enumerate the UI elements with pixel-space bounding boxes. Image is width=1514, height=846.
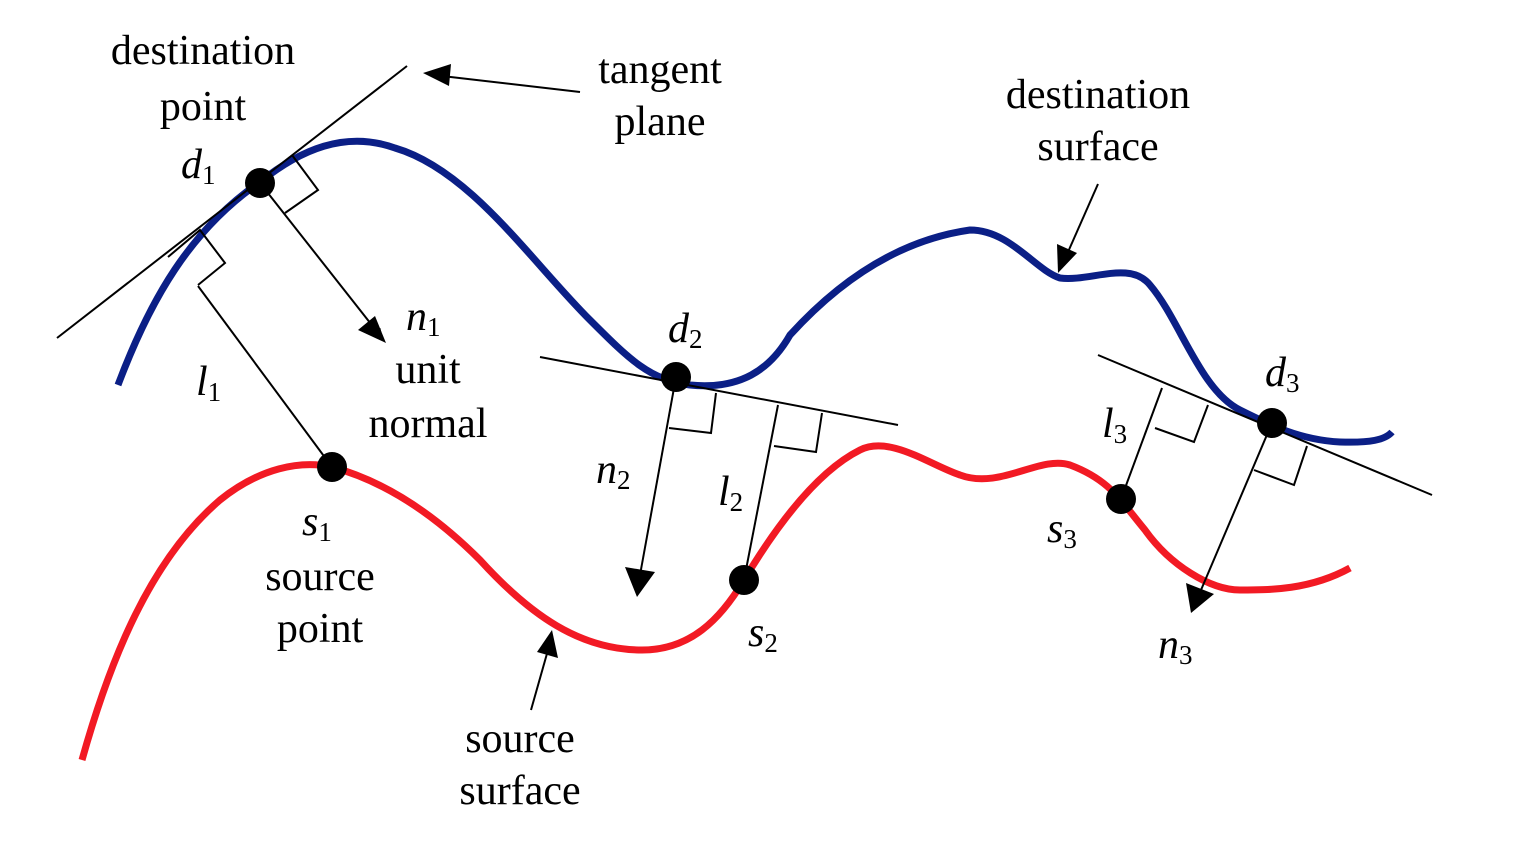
tangent-plane-line-1 (56, 65, 408, 339)
arrowhead-tangent-plane (423, 64, 451, 86)
label-tangent-plane-line1: tangent (598, 47, 722, 93)
distance-line-l1 (197, 285, 333, 468)
pointer-tangent-plane (441, 75, 581, 93)
symbol-l3: l3 (1102, 401, 1127, 449)
normal-arrow-n2 (639, 376, 677, 576)
label-source-surface-line2: surface (459, 768, 580, 814)
symbol-l1: l1 (196, 359, 221, 407)
symbol-d2: d2 (668, 306, 703, 354)
right-angle-box-d2 (668, 392, 717, 435)
right-angle-box-l3 (1154, 404, 1209, 444)
symbol-n2: n2 (596, 447, 631, 495)
pointer-source-surface (530, 649, 549, 711)
symbol-d1: d1 (181, 142, 216, 190)
distance-line-l3 (1120, 387, 1163, 500)
distance-line-l2 (743, 404, 779, 581)
pointer-destination-surface (1067, 183, 1099, 253)
symbol-s3: s3 (1047, 506, 1077, 554)
symbol-s2: s2 (748, 610, 778, 658)
arrowhead-n3 (1186, 583, 1214, 613)
label-destination-surface-line2: surface (1037, 124, 1158, 170)
point-s1 (317, 452, 347, 482)
arrowhead-source-surface (537, 630, 558, 658)
symbol-d3: d3 (1265, 350, 1300, 398)
label-source-point-line1: source (265, 554, 375, 600)
right-angle-box-l2 (773, 412, 823, 454)
label-destination-point-line2: point (160, 84, 247, 130)
symbol-s1: s1 (302, 499, 332, 547)
label-destination-point-line1: destination (111, 28, 295, 74)
right-angle-box-d3 (1253, 445, 1308, 487)
symbol-n3: n3 (1158, 622, 1193, 670)
right-angle-box-d1 (284, 154, 320, 214)
arrowhead-n1 (358, 316, 386, 343)
arrowhead-destination-surface (1057, 244, 1077, 273)
symbol-n1: n1 (406, 294, 441, 342)
point-s3 (1106, 484, 1136, 514)
destination-surface-curve (114, 137, 1395, 446)
label-tangent-plane-line2: plane (615, 99, 706, 145)
label-destination-surface-line1: destination (1006, 72, 1190, 118)
normal-arrow-n3 (1200, 422, 1273, 591)
label-unit-normal-line2: normal (369, 401, 488, 447)
point-d1 (245, 168, 275, 198)
point-s2 (729, 565, 759, 595)
source-surface-curve (78, 442, 1352, 761)
normal-arrow-n1 (259, 182, 383, 339)
label-source-point-line2: point (277, 606, 364, 652)
right-angle-box-l1 (167, 228, 227, 286)
label-source-surface-line1: source (465, 716, 575, 762)
point-d3 (1257, 408, 1287, 438)
point-d2 (661, 362, 691, 392)
tangent-plane-line-2 (539, 356, 899, 426)
label-unit-normal-line1: unit (395, 347, 461, 393)
arrowhead-n2 (625, 567, 655, 597)
symbol-l2: l2 (718, 469, 743, 517)
